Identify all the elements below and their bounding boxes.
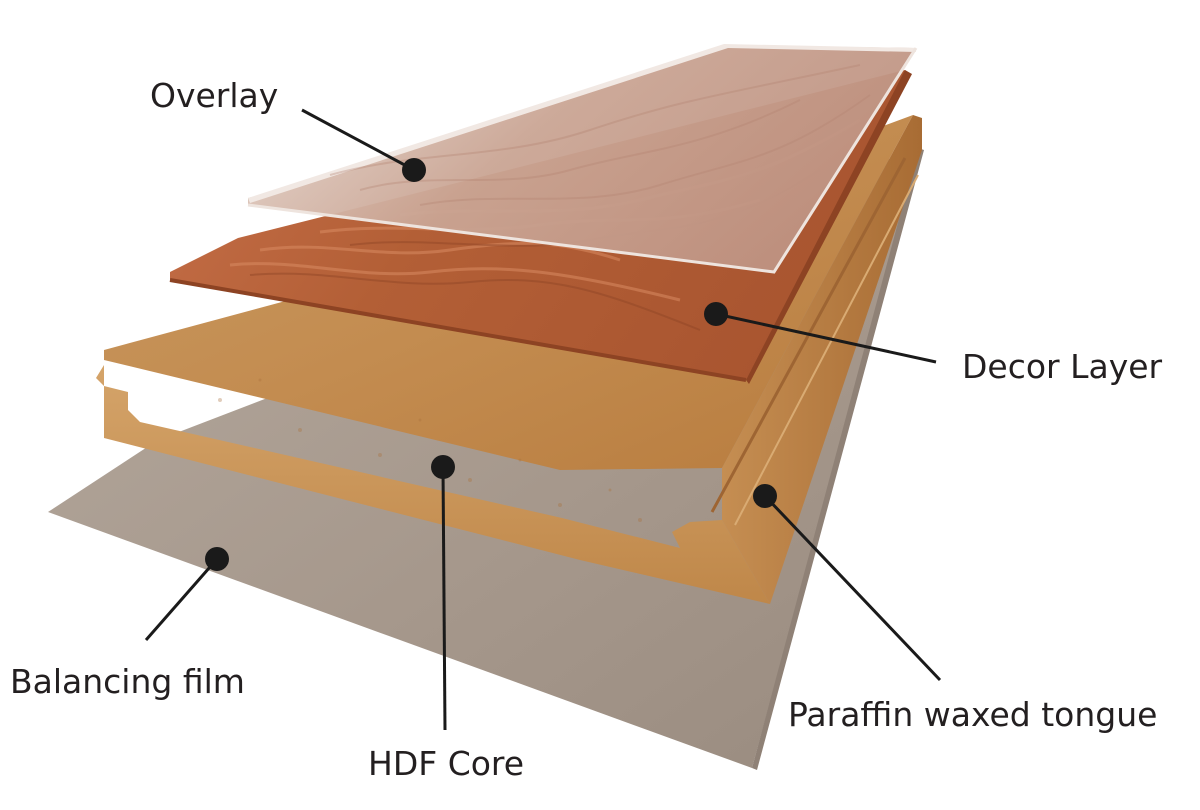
label-decor-layer: Decor Layer (962, 347, 1163, 386)
leader-overlay (301, 108, 426, 182)
label-balancing-film: Balancing film (10, 662, 245, 701)
leader-decor-layer (704, 302, 937, 364)
leader-hdf-core (431, 455, 455, 731)
leader-tongue (753, 484, 942, 682)
label-hdf-core: HDF Core (368, 744, 524, 783)
label-tongue: Paraffin waxed tongue (788, 695, 1157, 734)
leader-balancing-film (144, 547, 229, 641)
label-overlay: Overlay (150, 76, 278, 115)
